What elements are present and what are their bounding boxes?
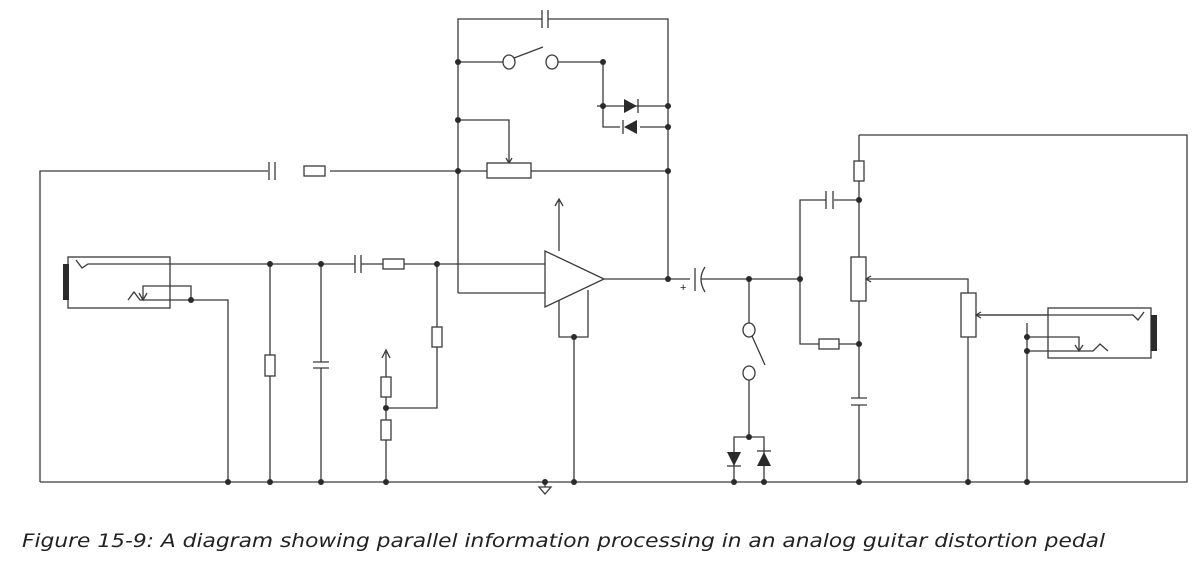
ground-bus xyxy=(39,134,1188,483)
input-series-resistor xyxy=(382,258,405,270)
feedback-coupling-capacitor xyxy=(268,162,326,180)
input-shunt-resistor xyxy=(264,264,276,482)
output-diodes xyxy=(727,450,771,467)
junction-dots xyxy=(188,59,1030,485)
gain-potentiometer xyxy=(486,162,532,179)
figure-caption: Figure 15-9: A diagram showing parallel … xyxy=(22,530,1106,552)
tone-potentiometer xyxy=(850,256,969,302)
feedback-network xyxy=(330,18,669,294)
clipping-diodes xyxy=(622,99,639,134)
bias-network xyxy=(380,264,443,482)
tone-network xyxy=(799,135,867,482)
input-coupling-capacitor xyxy=(354,255,362,273)
op-amp xyxy=(544,197,690,482)
output-jack xyxy=(976,307,1157,482)
clipping-switch xyxy=(502,46,559,70)
output-electrolytic-capacitor: + xyxy=(680,266,800,294)
polarity-mark: + xyxy=(680,282,686,294)
feedback-capacitor xyxy=(541,10,549,28)
input-shunt-capacitor xyxy=(313,264,329,482)
input-jack xyxy=(63,256,545,482)
